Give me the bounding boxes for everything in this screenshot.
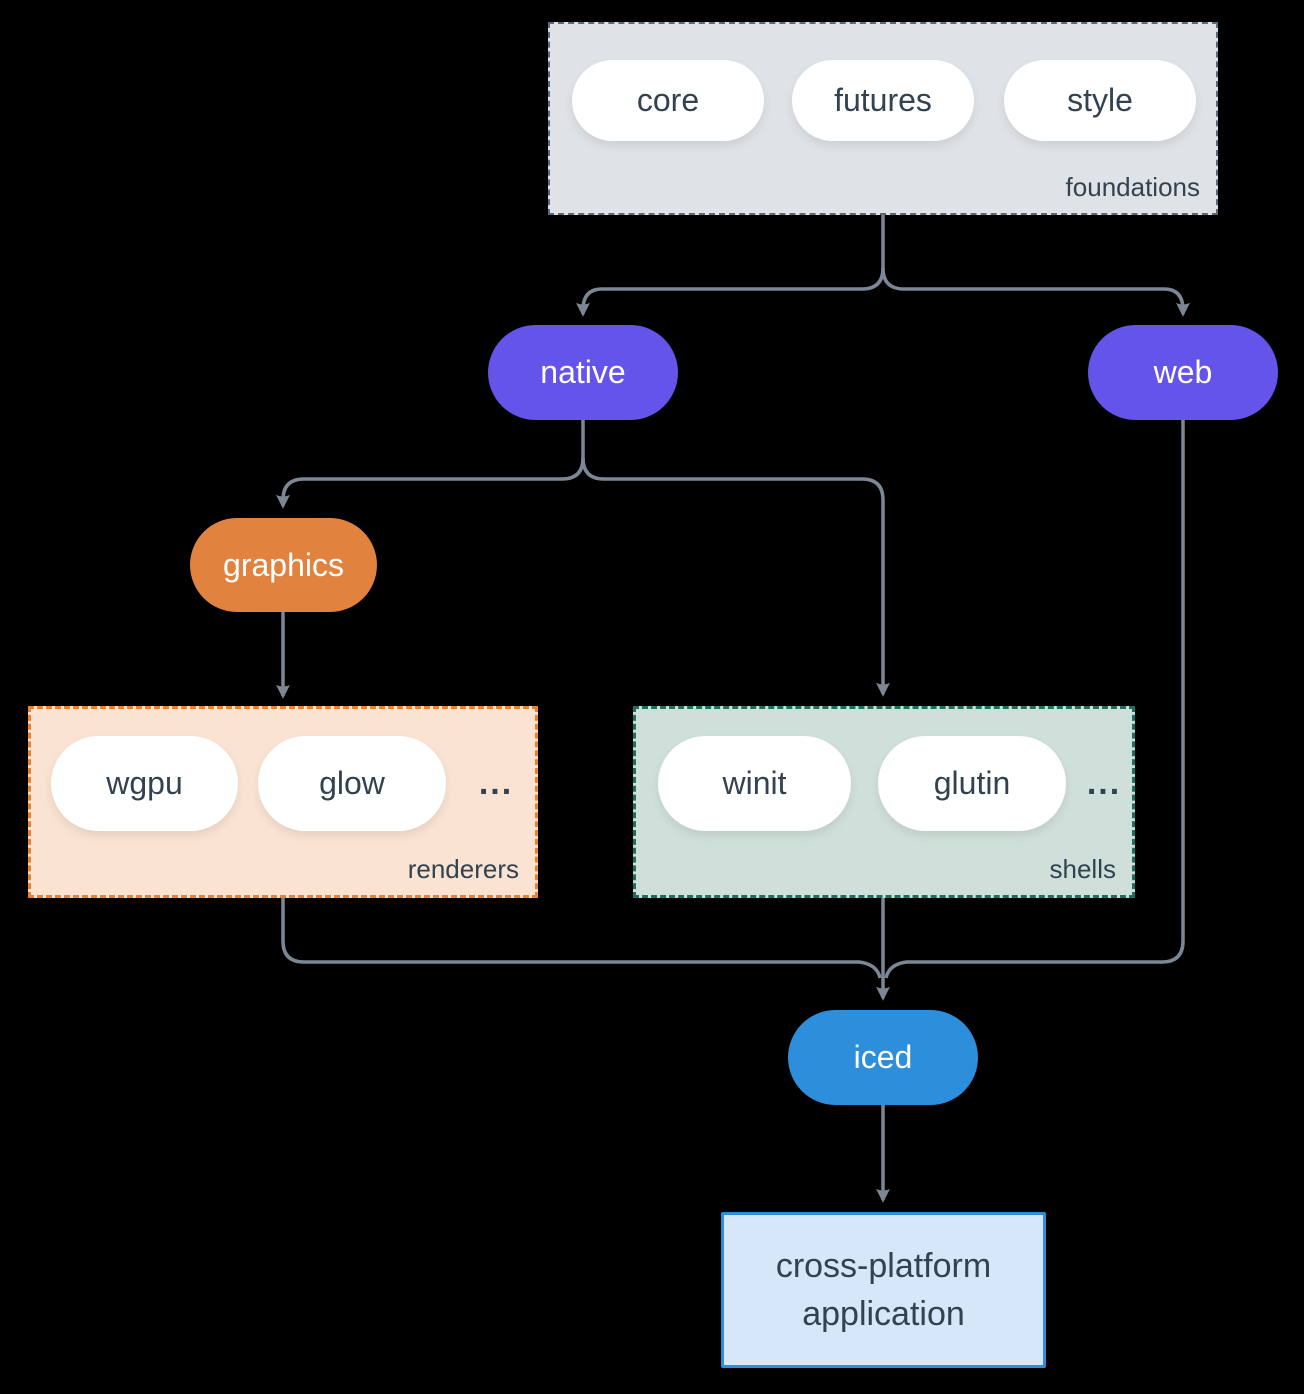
node-web: web [1088,325,1278,420]
node-wgpu: wgpu [51,736,238,831]
node-iced: iced [788,1010,978,1105]
node-winit-label: winit [722,765,787,801]
node-style: style [1004,60,1196,141]
group-renderers: wgpu glow ... renderers [28,706,538,898]
node-winit: winit [658,736,851,831]
node-futures: futures [792,60,974,141]
node-native: native [488,325,678,420]
edge-native-graphics [276,457,585,509]
group-foundations: core futures style foundations [548,22,1218,215]
node-glow-label: glow [319,765,385,801]
node-futures-label: futures [834,82,932,118]
node-style-label: style [1067,82,1133,118]
edge-renderers-merge [281,898,882,979]
edge-native-shells [581,457,890,697]
node-web-label: web [1153,354,1213,390]
group-shells: winit glutin ... shells [633,706,1135,898]
group-shells-label: shells [1049,854,1116,884]
node-application-label: cross-platform application [775,1246,992,1333]
node-wgpu-label: wgpu [106,765,183,801]
node-glutin-label: glutin [933,765,1011,801]
node-graphics-label: graphics [223,546,344,583]
group-renderers-label: renderers [407,854,519,884]
group-foundations-label: foundations [1065,172,1200,202]
edge-foundations-native [576,267,885,317]
node-core-label: core [636,82,700,118]
node-application: cross-platform application [721,1212,1046,1368]
node-core: core [572,60,764,141]
edge-foundations-web [881,267,1190,317]
renderers-ellipsis: ... [478,764,514,802]
node-glutin: glutin [878,736,1066,831]
shells-ellipsis: ... [1086,764,1122,802]
node-graphics: graphics [190,518,377,612]
node-native-label: native [540,354,626,390]
node-glow: glow [258,736,446,831]
node-iced-label: iced [853,1039,913,1075]
